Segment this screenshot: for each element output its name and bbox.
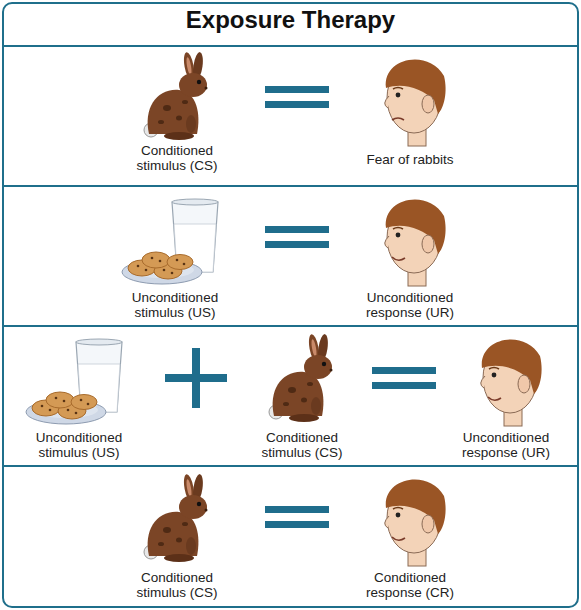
caption: Conditioned stimulus (CS) xyxy=(240,430,364,460)
caption: Unconditioned stimulus (US) xyxy=(113,290,237,320)
caption: Fear of rabbits xyxy=(348,152,472,167)
row-band: Unconditioned stimulus (US) Conditioned s… xyxy=(4,325,577,465)
row-band: Conditioned stimulus (CS) Conditioned res… xyxy=(4,465,577,606)
caption: Conditioned stimulus (CS) xyxy=(115,143,239,173)
caption: Conditioned stimulus (CS) xyxy=(115,570,239,600)
row-band: Conditioned stimulus (CS) Fear of rabbits xyxy=(4,45,577,185)
caption: Unconditioned stimulus (US) xyxy=(17,430,141,460)
caption: Unconditioned response (UR) xyxy=(444,430,568,460)
caption: Conditioned response (CR) xyxy=(348,570,472,600)
caption: Unconditioned response (UR) xyxy=(348,290,472,320)
diagram-title: Exposure Therapy xyxy=(0,6,581,34)
row-band: Unconditioned stimulus (US) Unconditioned… xyxy=(4,185,577,325)
